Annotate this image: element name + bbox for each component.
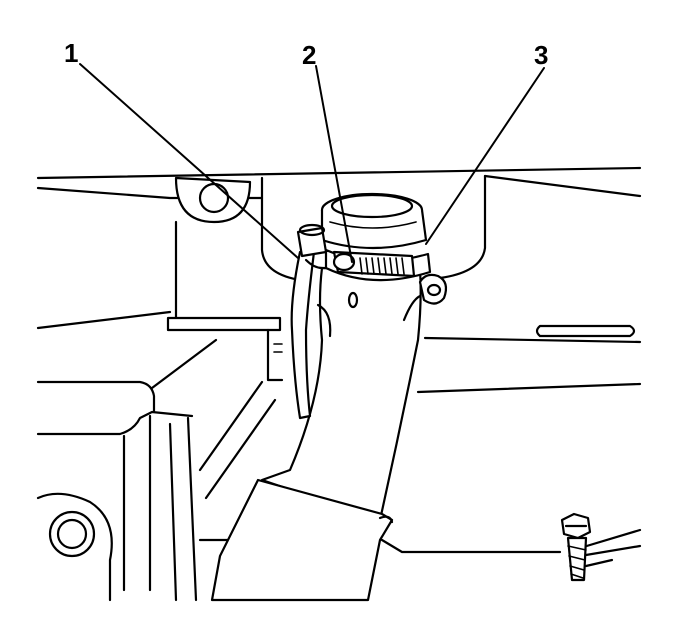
- callout-3: 3: [534, 40, 548, 70]
- callout-1: 1: [64, 38, 78, 68]
- bolt: [560, 512, 592, 582]
- callout-leaders: [79, 63, 545, 263]
- leader-2: [315, 65, 353, 263]
- leader-1: [79, 63, 299, 259]
- outlet-neck: [320, 192, 428, 250]
- hose-sleeve: [210, 478, 394, 602]
- callout-2: 2: [302, 40, 316, 70]
- frame-structure: [36, 166, 642, 602]
- hose-clamp: [324, 248, 448, 309]
- leader-3: [425, 67, 545, 245]
- callouts: 1 2 3: [64, 38, 548, 70]
- vent-tube: [290, 223, 328, 420]
- hose: [260, 266, 422, 522]
